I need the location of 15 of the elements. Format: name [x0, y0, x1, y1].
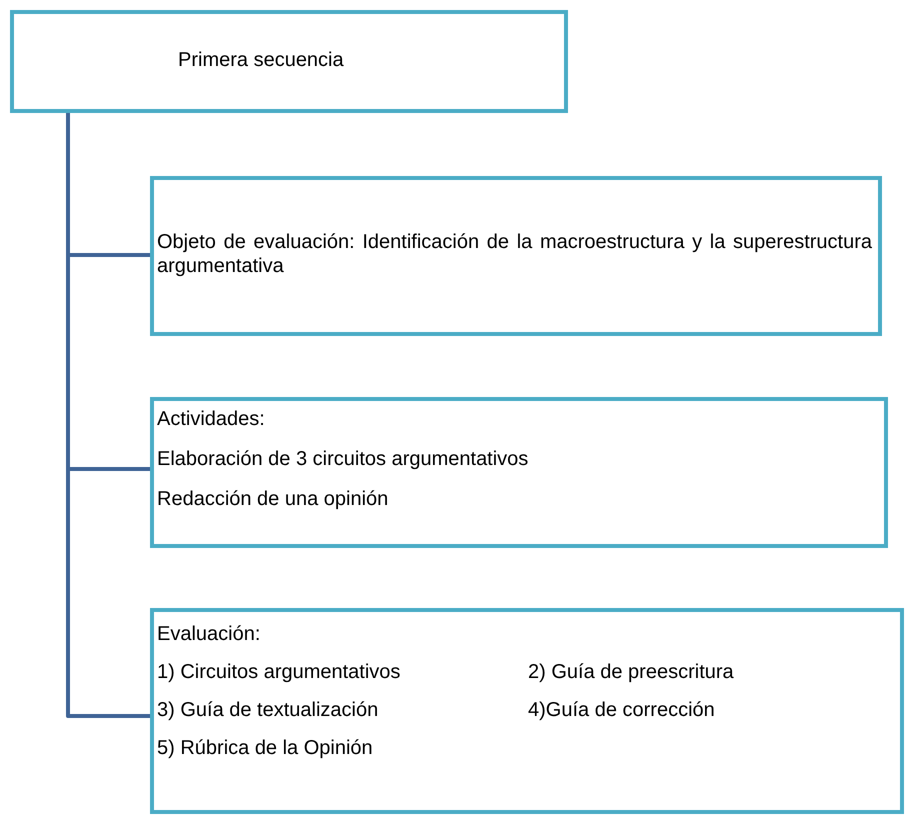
text-box [150, 176, 882, 336]
box-text: Primera secuencia [178, 48, 344, 72]
box-text: 5) Rúbrica de la Opinión [157, 736, 373, 760]
box-heading: Actividades: [157, 407, 265, 431]
box-text: 4)Guía de corrección [528, 698, 715, 722]
box-text: Redacción de una opinión [157, 487, 388, 511]
box-text: Objeto de evaluación: Identificación de la macroestructura y la superestructura argumentativa [157, 230, 872, 278]
box-text: 2) Guía de preescritura [528, 660, 734, 684]
text-box [150, 397, 888, 548]
text-box [150, 608, 904, 814]
text-box [10, 10, 568, 113]
box-text: 3) Guía de textualización [157, 698, 378, 722]
box-text: 1) Circuitos argumentativos [157, 660, 400, 684]
box-heading: Evaluación: [157, 622, 260, 646]
box-text: Elaboración de 3 circuitos argumentativos [157, 447, 528, 471]
